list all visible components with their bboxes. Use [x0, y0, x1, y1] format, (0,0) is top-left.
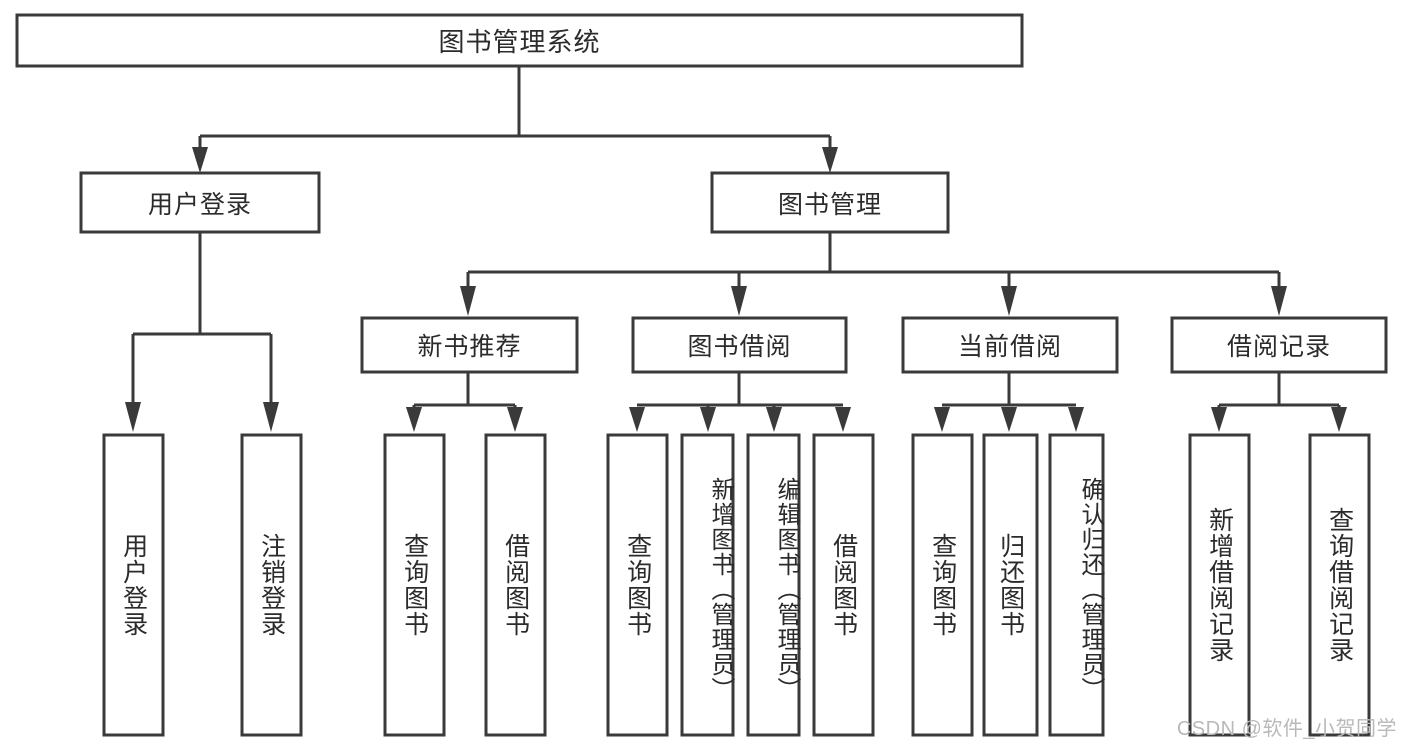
arrowhead-leaf-query-borrow-record: [1331, 407, 1347, 432]
arrowhead-borrow-record: [1271, 286, 1287, 316]
node-root[interactable]: [15, 13, 1024, 68]
node-leaf-edit-book[interactable]: [746, 433, 801, 737]
node-borrow-record[interactable]: [1170, 316, 1388, 374]
node-leaf-borrow-book-recommend[interactable]: [484, 433, 547, 737]
arrowhead-leaf-user-login: [125, 402, 141, 432]
arrowhead-leaf-edit-book: [766, 407, 782, 432]
arrowhead-leaf-borrow-book: [835, 407, 851, 432]
node-leaf-add-borrow-record[interactable]: [1188, 433, 1251, 737]
node-leaf-query-borrow-record[interactable]: [1308, 433, 1371, 737]
node-user-login[interactable]: [79, 171, 321, 234]
node-leaf-confirm-return[interactable]: [1048, 433, 1105, 737]
arrowhead-new-book-recommend: [460, 286, 476, 316]
arrowhead-leaf-return-book: [1001, 407, 1017, 432]
arrowhead-leaf-query-book-current: [934, 407, 950, 432]
arrowhead-user-login: [192, 147, 208, 173]
arrowhead-book-management: [822, 147, 838, 173]
arrowhead-leaf-add-book: [700, 407, 716, 432]
node-book-borrow[interactable]: [631, 316, 848, 374]
arrowhead-leaf-borrow-book-recommend: [507, 407, 523, 432]
csdn-watermark: CSDN @软件_小贺同学: [1176, 718, 1397, 740]
arrowhead-leaf-query-book-recommend: [406, 407, 422, 432]
node-leaf-return-book[interactable]: [982, 433, 1039, 737]
node-leaf-add-book[interactable]: [680, 433, 735, 737]
node-group: [15, 13, 1388, 737]
node-leaf-query-book-recommend[interactable]: [383, 433, 446, 737]
arrowhead-current-borrow: [1001, 286, 1017, 316]
node-current-borrow[interactable]: [901, 316, 1119, 374]
node-leaf-query-book-borrow[interactable]: [606, 433, 669, 737]
arrowhead-book-borrow: [731, 286, 747, 316]
arrowhead-leaf-confirm-return: [1068, 407, 1084, 432]
node-leaf-borrow-book[interactable]: [812, 433, 875, 737]
arrowhead-leaf-query-book-borrow: [629, 407, 645, 432]
node-leaf-query-book-current[interactable]: [911, 433, 974, 737]
node-leaf-logout[interactable]: [240, 433, 303, 737]
arrowhead-leaf-add-borrow-record: [1211, 407, 1227, 432]
node-leaf-user-login[interactable]: [102, 433, 165, 737]
node-book-management[interactable]: [710, 171, 950, 234]
arrowhead-leaf-logout: [263, 402, 279, 432]
node-new-book-recommend[interactable]: [360, 316, 579, 374]
edge-group: [125, 66, 1347, 432]
